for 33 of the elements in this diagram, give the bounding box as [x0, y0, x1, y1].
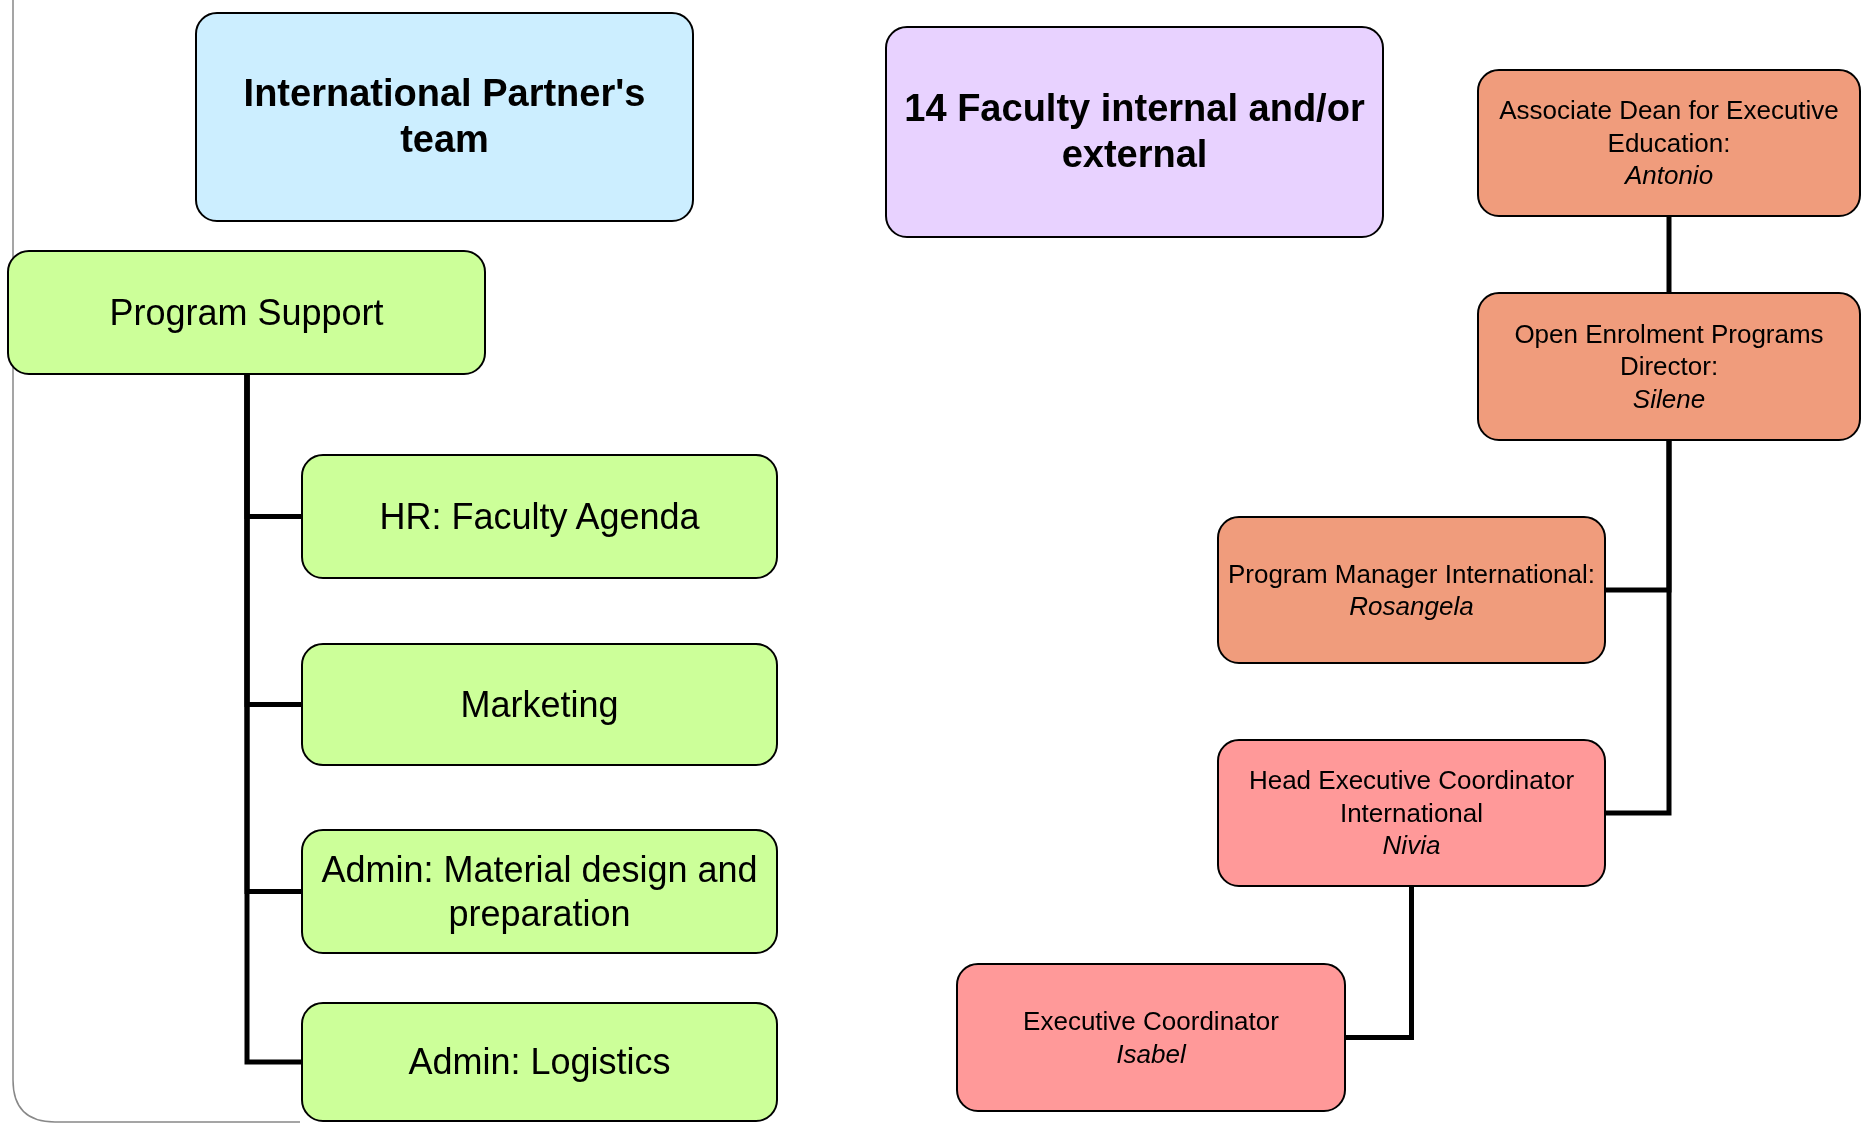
role-title: Admin: Material design and preparation — [320, 848, 759, 935]
person-name: Rosangela — [1349, 590, 1474, 623]
role-title: Associate Dean for Executive Education: — [1498, 94, 1840, 160]
role-title: Marketing — [460, 682, 619, 727]
person-name: Antonio — [1624, 159, 1714, 192]
connector-line — [1606, 441, 1672, 816]
role-title: Executive Coordinator — [1023, 1005, 1279, 1038]
role-title: Program Manager International: — [1227, 557, 1596, 590]
connector-line — [1666, 217, 1672, 292]
team-box — [301, 454, 778, 579]
role-title: Admin: Logistics — [408, 1040, 671, 1084]
role-box — [1217, 739, 1606, 887]
role-box — [1477, 69, 1861, 217]
connector-line — [1346, 887, 1414, 1040]
role-title: HR: Faculty Agenda — [379, 494, 700, 539]
team-box — [301, 643, 778, 766]
team-box — [301, 829, 778, 954]
team-box — [885, 26, 1384, 238]
role-box — [956, 963, 1346, 1112]
person-name: Isabel — [1116, 1037, 1186, 1070]
role-title: Program Support — [109, 290, 384, 335]
role-box — [1217, 516, 1606, 664]
team-box — [195, 12, 694, 222]
team-box — [7, 250, 486, 375]
role-title: 14 Faculty internal and/or external — [903, 86, 1366, 177]
person-name: Nivia — [1382, 829, 1441, 862]
role-title: Head Executive Coordinator International — [1247, 764, 1576, 830]
role-box — [1477, 292, 1861, 441]
role-title: International Partner's team — [242, 71, 647, 162]
connector-line — [244, 375, 301, 1065]
person-name: Silene — [1632, 382, 1706, 416]
role-title: Open Enrolment Programs Director: — [1513, 317, 1825, 383]
team-box — [301, 1002, 778, 1122]
